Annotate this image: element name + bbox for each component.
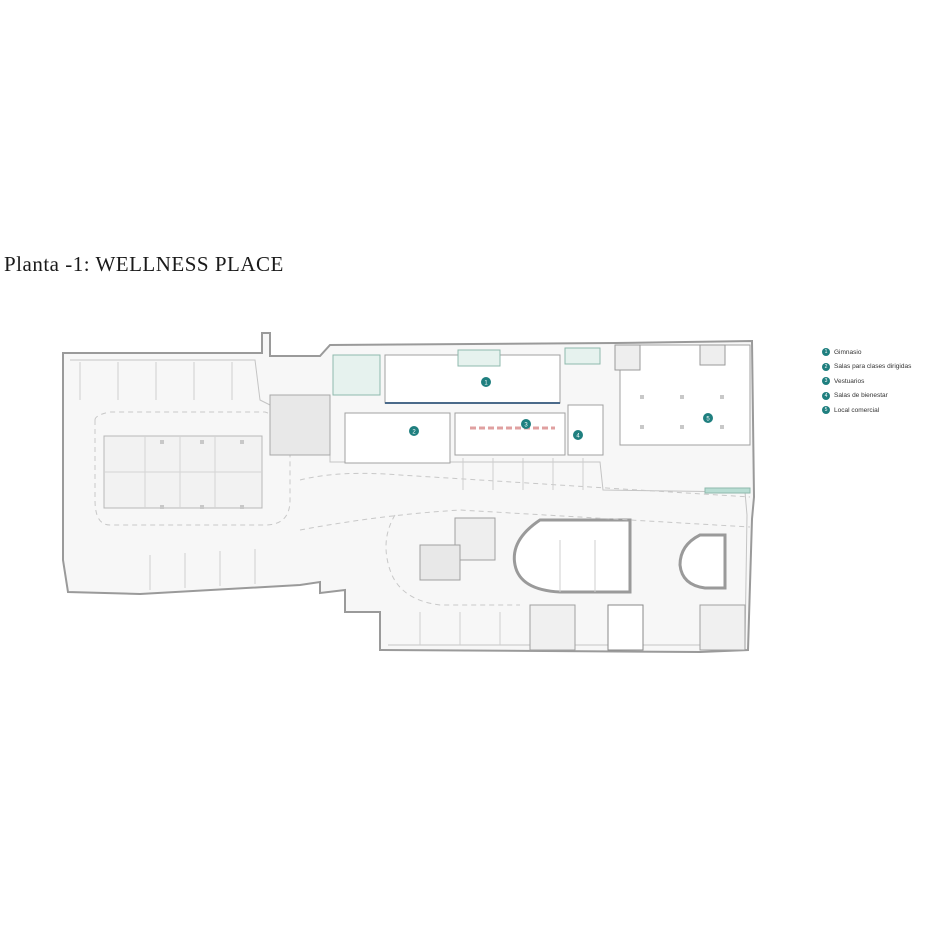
- stair-core-top-2: [699, 344, 726, 366]
- parking-grid-left: [79, 362, 256, 590]
- room-marker-5: 5: [703, 413, 713, 423]
- legend-item: 2 Salas para clases dirigidas: [822, 360, 911, 375]
- driveway-line-2: [299, 509, 751, 531]
- driveway-curve: [385, 514, 520, 606]
- planting-box-1: [332, 354, 381, 396]
- lower-core-stair: [607, 604, 644, 651]
- pillars: [160, 395, 724, 509]
- page-title: Planta -1: WELLNESS PLACE: [4, 252, 284, 276]
- planting-box-2: [457, 349, 501, 367]
- glass-strip: [704, 487, 751, 494]
- parking-grid-right: [419, 458, 596, 645]
- legend-number-badge: 3: [822, 377, 830, 386]
- legend-number-badge: 1: [822, 348, 830, 357]
- ramp-curve-center: [512, 518, 632, 594]
- svg-text:5: 5: [706, 417, 710, 423]
- legend-number-badge: 4: [822, 391, 830, 400]
- class-room-2: [344, 412, 451, 464]
- lift-core-2: [419, 544, 461, 581]
- svg-text:3: 3: [524, 423, 528, 429]
- legend-item: 5 Local comercial: [822, 403, 911, 418]
- planting-box-3: [564, 347, 601, 365]
- lower-core-right: [699, 604, 746, 651]
- lift-core: [454, 517, 496, 561]
- legend: 1 Gimnasio 2 Salas para clases dirigidas 3…: [822, 345, 911, 418]
- legend-item: 3 Vestuarios: [822, 374, 911, 389]
- ramp-loop-left: [94, 411, 291, 526]
- room-marker-4: 4: [573, 430, 583, 440]
- legend-label: Local comercial: [834, 406, 880, 414]
- wellness-room-4: [567, 404, 604, 456]
- room-marker-3: 3: [521, 419, 531, 429]
- lower-core-left: [529, 604, 576, 651]
- inner-wall-outline: [70, 359, 748, 646]
- driveway-line: [299, 472, 751, 498]
- legend-item: 4 Salas de bienestar: [822, 389, 911, 404]
- svg-text:4: 4: [576, 434, 580, 440]
- locker-room-3: [454, 412, 566, 456]
- ramp-curve-right: [678, 533, 727, 590]
- legend-label: Salas de bienestar: [834, 392, 888, 400]
- central-grid: [104, 436, 262, 508]
- service-block: [269, 394, 331, 456]
- svg-text:2: 2: [412, 430, 416, 436]
- legend-label: Vestuarios: [834, 377, 865, 385]
- stair-core-top: [614, 344, 641, 371]
- legend-label: Salas para clases dirigidas: [834, 363, 912, 371]
- room-marker-1: 1: [481, 377, 491, 387]
- legend-item: 1 Gimnasio: [822, 345, 911, 360]
- legend-label: Gimnasio: [834, 348, 862, 356]
- svg-text:1: 1: [484, 381, 488, 387]
- legend-number-badge: 2: [822, 362, 830, 371]
- room-marker-2: 2: [409, 426, 419, 436]
- legend-number-badge: 5: [822, 406, 830, 415]
